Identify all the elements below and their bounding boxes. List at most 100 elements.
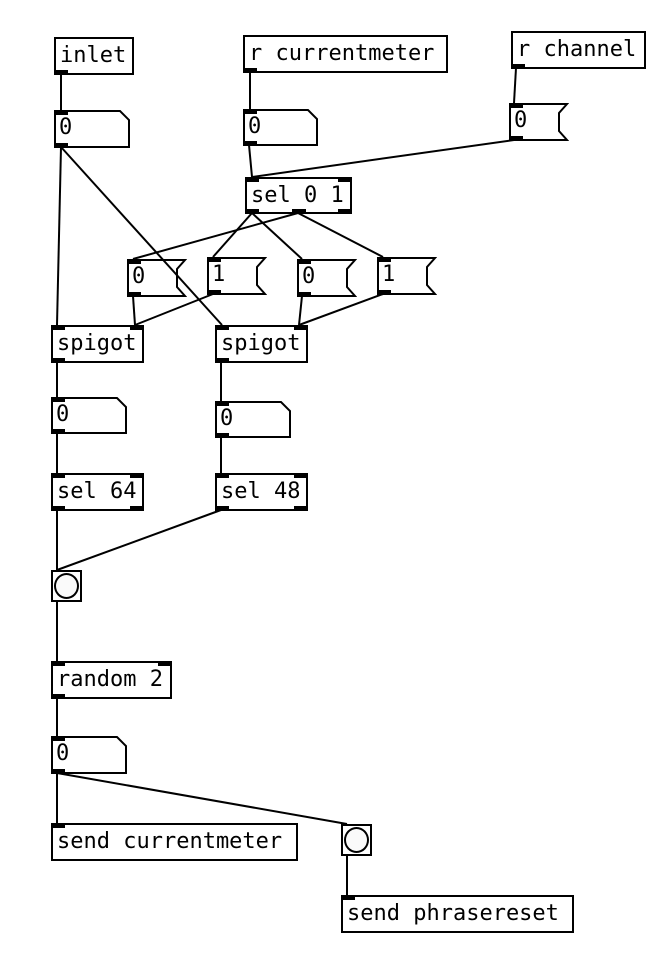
outlet-port[interactable] xyxy=(54,143,68,148)
wire[interactable] xyxy=(134,293,214,326)
inlet-port[interactable] xyxy=(207,257,221,262)
spigot-left-object[interactable]: spigot xyxy=(51,325,144,363)
inlet-port[interactable] xyxy=(215,401,229,406)
send-currentmeter-object[interactable]: send currentmeter xyxy=(51,823,298,861)
inlet-port[interactable] xyxy=(54,110,68,115)
number-value: 0 xyxy=(220,406,234,431)
message-box-1-right[interactable]: 1 xyxy=(377,257,437,295)
inlet-port[interactable] xyxy=(51,397,65,402)
message-box-1-left[interactable]: 1 xyxy=(207,257,267,295)
object-label: sel 0 1 xyxy=(251,183,344,208)
object-label: random 2 xyxy=(57,667,163,692)
wire[interactable] xyxy=(56,509,222,571)
inlet-port[interactable] xyxy=(51,823,65,828)
number-box-right[interactable]: 0 xyxy=(215,401,291,438)
object-label: r currentmeter xyxy=(249,41,435,66)
outlet-port[interactable] xyxy=(297,292,311,297)
inlet-port[interactable] xyxy=(338,177,352,182)
spigot-right-object[interactable]: spigot xyxy=(215,325,308,363)
bang-circle-icon xyxy=(54,573,79,599)
wire[interactable] xyxy=(298,293,384,326)
outlet-port[interactable] xyxy=(130,506,144,511)
outlet-port[interactable] xyxy=(207,290,221,295)
wire[interactable] xyxy=(513,67,517,104)
outlet-port[interactable] xyxy=(51,358,65,363)
wire[interactable] xyxy=(248,144,253,178)
number-value: 0 xyxy=(56,402,70,427)
message-box-channel[interactable]: 0 xyxy=(509,103,569,141)
wire[interactable] xyxy=(60,146,223,326)
outlet-port[interactable] xyxy=(215,358,229,363)
wire[interactable] xyxy=(56,772,348,825)
inlet-port[interactable] xyxy=(294,473,308,478)
outlet-port[interactable] xyxy=(243,141,257,146)
outlet-port[interactable] xyxy=(51,769,65,774)
wire[interactable] xyxy=(251,139,515,178)
outlet-port[interactable] xyxy=(54,70,68,75)
select-64-object[interactable]: sel 64 xyxy=(51,473,144,511)
outlet-port[interactable] xyxy=(215,506,229,511)
number-box-left[interactable]: 0 xyxy=(51,397,127,434)
object-label: inlet xyxy=(60,43,127,68)
inlet-port[interactable] xyxy=(294,325,308,330)
outlet-port[interactable] xyxy=(294,506,308,511)
inlet-port[interactable] xyxy=(51,661,65,666)
inlet-port[interactable] xyxy=(51,473,65,478)
inlet-object[interactable]: inlet xyxy=(54,37,134,75)
wire[interactable] xyxy=(212,212,253,258)
message-text: 1 xyxy=(212,262,226,287)
wire[interactable] xyxy=(132,212,299,260)
number-box-currentmeter[interactable]: 0 xyxy=(243,109,318,146)
outlet-port[interactable] xyxy=(51,694,65,699)
wire[interactable] xyxy=(56,146,62,326)
number-box-inlet[interactable]: 0 xyxy=(54,110,130,148)
inlet-port[interactable] xyxy=(297,259,311,264)
outlet-port[interactable] xyxy=(51,429,65,434)
outlet-port[interactable] xyxy=(511,64,525,69)
bang-button-reset[interactable] xyxy=(341,824,372,856)
outlet-port[interactable] xyxy=(51,506,65,511)
inlet-port[interactable] xyxy=(215,325,229,330)
outlet-port[interactable] xyxy=(292,209,306,214)
inlet-port[interactable] xyxy=(245,177,259,182)
bang-button-main[interactable] xyxy=(51,570,82,602)
message-text: 0 xyxy=(302,264,316,289)
inlet-port[interactable] xyxy=(377,257,391,262)
outlet-port[interactable] xyxy=(243,68,257,73)
inlet-port[interactable] xyxy=(51,736,65,741)
outlet-port[interactable] xyxy=(245,209,259,214)
message-box-0-right[interactable]: 0 xyxy=(297,259,357,297)
inlet-port[interactable] xyxy=(243,109,257,114)
inlet-port[interactable] xyxy=(341,895,355,900)
receive-currentmeter-object[interactable]: r currentmeter xyxy=(243,35,448,73)
select-48-object[interactable]: sel 48 xyxy=(215,473,308,511)
inlet-port[interactable] xyxy=(127,259,141,264)
object-label: spigot xyxy=(57,331,137,356)
outlet-port[interactable] xyxy=(377,290,391,295)
wire[interactable] xyxy=(251,212,303,260)
bang-circle-icon xyxy=(344,827,369,853)
outlet-port[interactable] xyxy=(127,292,141,297)
outlet-port[interactable] xyxy=(215,433,229,438)
outlet-port[interactable] xyxy=(509,136,523,141)
inlet-port[interactable] xyxy=(158,661,172,666)
select-0-1-object[interactable]: sel 0 1 xyxy=(245,177,352,214)
inlet-port[interactable] xyxy=(51,325,65,330)
inlet-port[interactable] xyxy=(130,473,144,478)
wire[interactable] xyxy=(298,295,303,326)
receive-channel-object[interactable]: r channel xyxy=(511,31,646,69)
wire[interactable] xyxy=(297,212,384,258)
object-label: sel 48 xyxy=(221,479,301,504)
number-box-random[interactable]: 0 xyxy=(51,736,127,774)
object-label: spigot xyxy=(221,331,301,356)
inlet-port[interactable] xyxy=(130,325,144,330)
wire[interactable] xyxy=(132,295,136,326)
random-2-object[interactable]: random 2 xyxy=(51,661,172,699)
send-phrasereset-object[interactable]: send phrasereset xyxy=(341,895,574,933)
inlet-port[interactable] xyxy=(215,473,229,478)
object-label: send currentmeter xyxy=(57,829,283,854)
inlet-port[interactable] xyxy=(509,103,523,108)
outlet-port[interactable] xyxy=(338,209,352,214)
message-text: 0 xyxy=(514,108,528,133)
